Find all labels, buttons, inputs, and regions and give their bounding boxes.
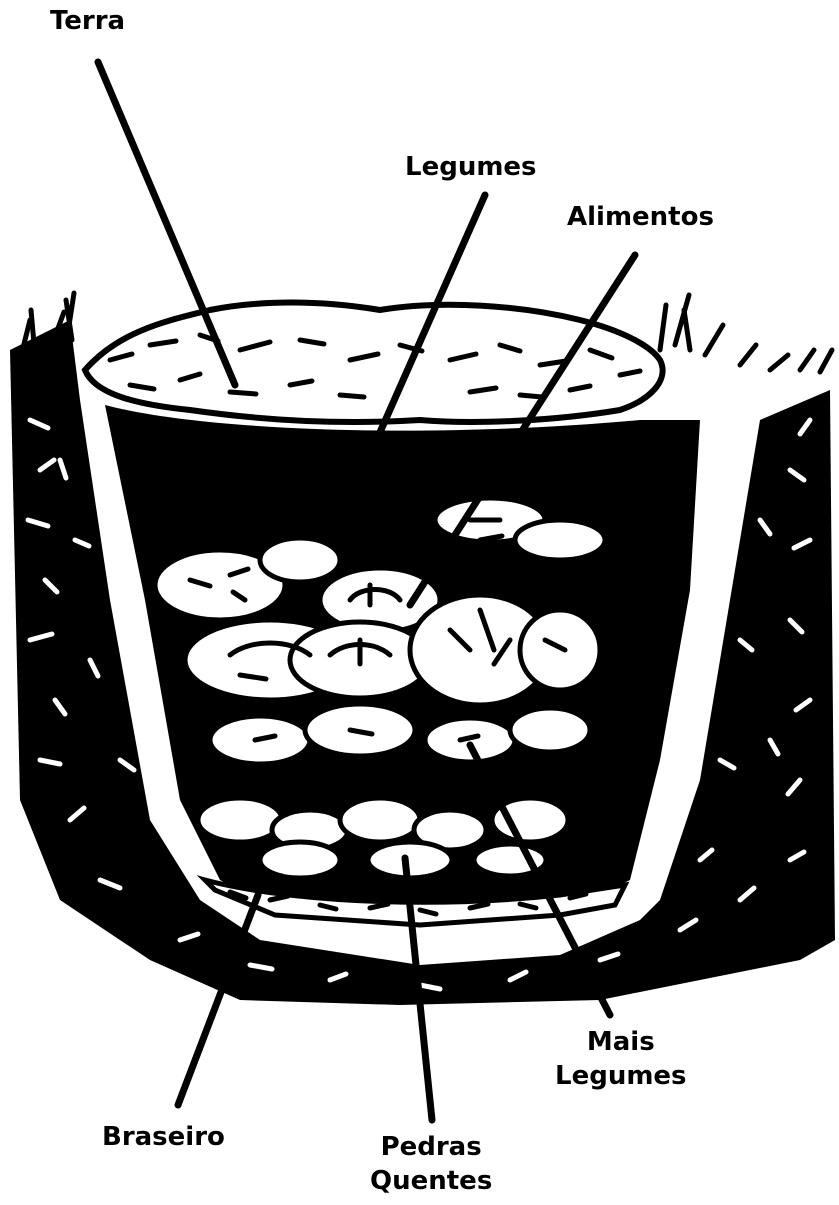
label-pedras-quentes: Pedras Quentes [370, 1130, 492, 1198]
label-terra: Terra [50, 4, 125, 38]
label-braseiro-text: Braseiro [102, 1120, 225, 1154]
top-soil-layer [85, 303, 663, 422]
label-mais-legumes-line2: Legumes [555, 1059, 687, 1093]
label-braseiro: Braseiro [102, 1120, 225, 1154]
label-legumes: Legumes [405, 150, 537, 184]
label-alimentos-text: Alimentos [567, 200, 714, 234]
label-mais-legumes-line1: Mais [555, 1025, 687, 1059]
label-pedras-quentes-line2: Quentes [370, 1164, 492, 1198]
label-legumes-text: Legumes [405, 150, 537, 184]
label-alimentos: Alimentos [567, 200, 714, 234]
label-terra-text: Terra [50, 4, 125, 38]
label-pedras-quentes-line1: Pedras [370, 1130, 492, 1164]
label-mais-legumes: Mais Legumes [555, 1025, 687, 1093]
